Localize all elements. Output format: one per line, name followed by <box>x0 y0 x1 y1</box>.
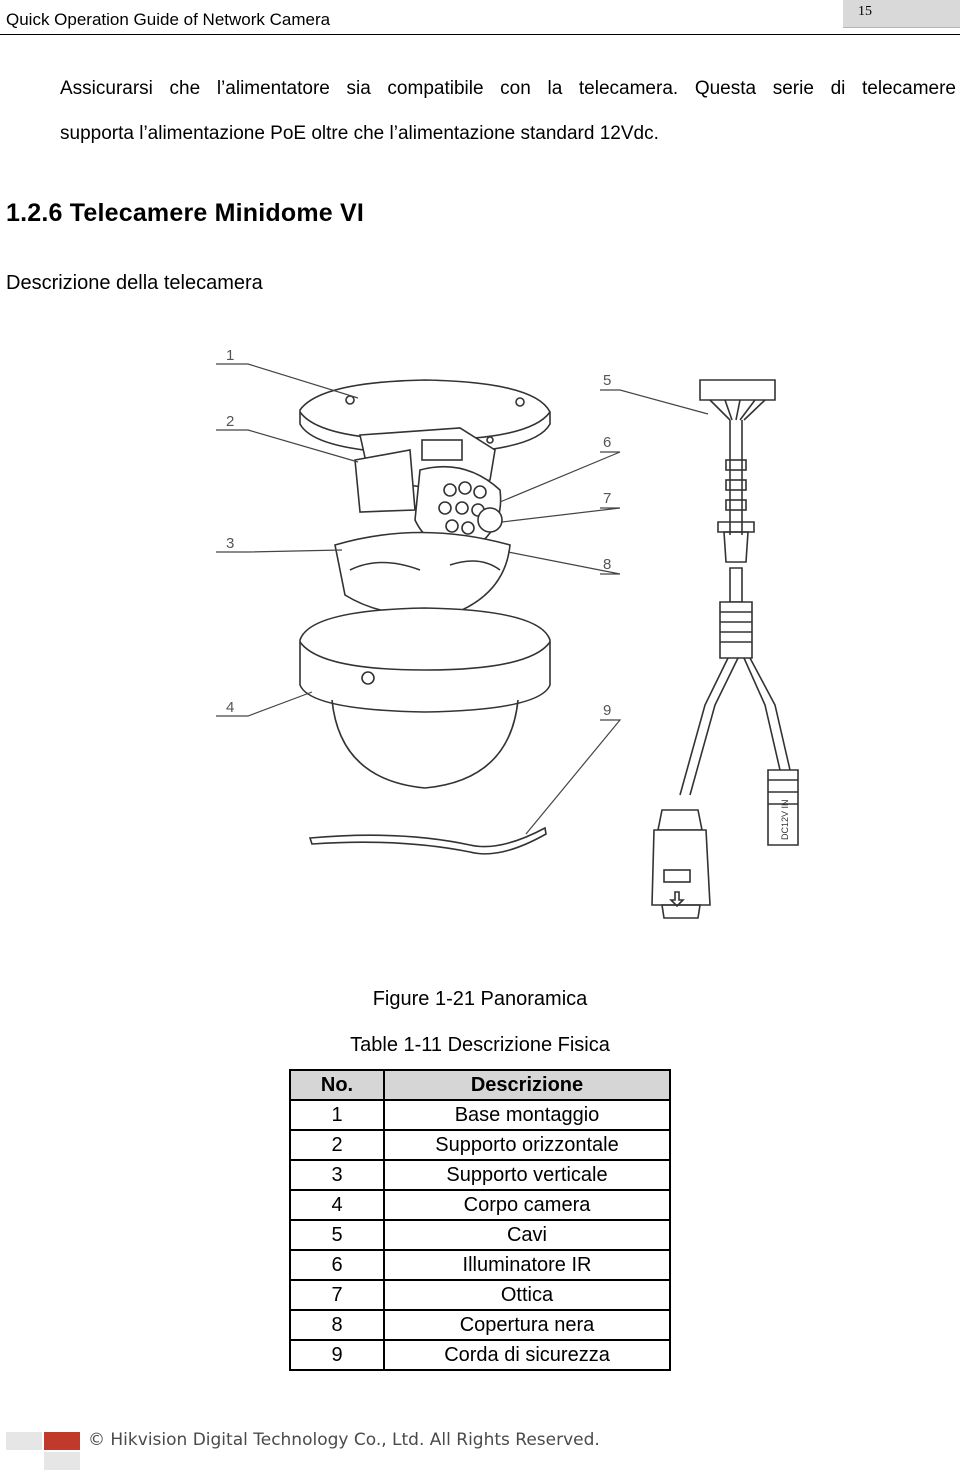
callout-7: 7 <box>603 490 611 507</box>
row-description: Corda di sicurezza <box>383 1339 671 1371</box>
row-number: 5 <box>289 1219 385 1251</box>
footer-gray-block <box>6 1432 42 1450</box>
callout-4: 4 <box>226 699 234 716</box>
footer-copyright: © Hikvision Digital Technology Co., Ltd.… <box>88 1430 600 1450</box>
page-header: Quick Operation Guide of Network Camera … <box>0 0 960 36</box>
row-number: 9 <box>289 1339 385 1371</box>
black-cover-shape <box>334 531 511 617</box>
dc12v-in-label: DC12V IN <box>780 799 790 840</box>
intro-paragraph-line-1: Assicurarsi che l’alimentatore sia compa… <box>60 78 956 99</box>
callout-5: 5 <box>603 372 611 389</box>
figure-caption: Figure 1-21 Panoramica <box>372 988 588 1010</box>
row-number: 6 <box>289 1249 385 1281</box>
safety-rope-shape <box>308 826 547 855</box>
footer-gray-block-lower <box>44 1452 80 1470</box>
callout-8: 8 <box>603 556 611 573</box>
callout-1: 1 <box>226 347 234 364</box>
camera-exploded-diagram: 1 2 3 4 5 6 7 8 9 DC12V IN <box>216 347 799 919</box>
callout-9: 9 <box>603 702 611 719</box>
footer-red-block <box>44 1432 80 1450</box>
camera-description-subheading: Descrizione della telecamera <box>6 272 263 294</box>
lens-shape <box>477 507 503 533</box>
row-description: Cavi <box>383 1219 671 1251</box>
row-number: 4 <box>289 1189 385 1221</box>
page-number: 15 <box>858 4 872 19</box>
row-description: Corpo camera <box>383 1189 671 1221</box>
document-title: Quick Operation Guide of Network Camera <box>6 10 331 29</box>
callout-2: 2 <box>226 413 234 430</box>
row-number: 8 <box>289 1309 385 1341</box>
row-number: 7 <box>289 1279 385 1311</box>
camera-body-shape <box>299 607 551 713</box>
table-header-row: No. Descrizione <box>289 1069 671 1101</box>
row-number: 1 <box>289 1099 385 1131</box>
page-number-tab <box>843 0 960 28</box>
cable-connector-shape <box>699 379 776 401</box>
row-description: Supporto verticale <box>383 1159 671 1191</box>
column-header-no: No. <box>289 1069 385 1101</box>
row-description: Supporto orizzontale <box>383 1129 671 1161</box>
row-number: 3 <box>289 1159 385 1191</box>
section-heading: 1.2.6 Telecamere Minidome VI <box>6 199 365 227</box>
row-description: Base montaggio <box>383 1099 671 1131</box>
row-description: Illuminatore IR <box>383 1249 671 1281</box>
table-caption: Table 1-11 Descrizione Fisica <box>350 1034 610 1056</box>
row-description: Copertura nera <box>383 1309 671 1341</box>
intro-paragraph-line-2: supporta l’alimentazione PoE oltre che l… <box>60 123 659 144</box>
callout-3: 3 <box>226 535 234 552</box>
row-number: 2 <box>289 1129 385 1161</box>
column-header-description: Descrizione <box>383 1069 671 1101</box>
callout-6: 6 <box>603 434 611 451</box>
row-description: Ottica <box>383 1279 671 1311</box>
header-rule <box>0 34 960 35</box>
vertical-bracket-shape <box>354 449 416 513</box>
